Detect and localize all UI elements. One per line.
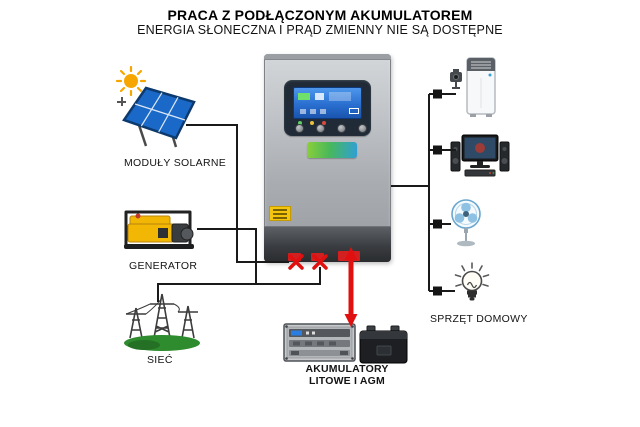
inverter-button-4	[358, 124, 367, 133]
diagram-subtitle: ENERGIA SŁONECZNA I PRĄD ZMIENNY NIE SĄ …	[137, 23, 503, 37]
ac-unit-icon	[466, 57, 496, 117]
camera-icon	[450, 69, 462, 89]
rack-battery-icon	[283, 323, 356, 362]
light-bulb-icon	[454, 262, 490, 301]
diagram-title: PRACA Z PODŁĄCZONYM AKUMULATOREM	[167, 7, 473, 23]
appliances-label: SPRZĘT DOMOWY	[430, 313, 528, 325]
solar-panel-icon	[122, 86, 196, 148]
terminal-cover-2	[311, 253, 324, 261]
fan-icon	[451, 199, 481, 247]
batteries-label-line1: AKUMULATORY	[305, 363, 389, 375]
inverter-display-panel	[284, 80, 371, 136]
inverter-button-1	[295, 124, 304, 133]
status-led-green	[298, 121, 302, 125]
inverter-top-edge	[264, 54, 391, 60]
warning-sticker	[269, 206, 291, 221]
inverter-lcd-screen	[293, 87, 362, 119]
generator-label: GENERATOR	[129, 260, 198, 272]
inverter-button-3	[337, 124, 346, 133]
batteries-label: AKUMULATORY LITOWE I AGM	[289, 363, 405, 387]
status-led-yellow	[310, 121, 314, 125]
computer-audio-icon	[450, 134, 510, 177]
sun-icon	[115, 65, 147, 97]
generator-icon	[124, 210, 194, 249]
inverter-button-2	[316, 124, 325, 133]
wire-connector-blocks	[433, 89, 442, 296]
terminal-cover-3	[338, 251, 360, 261]
inverter-unit	[264, 54, 391, 262]
batteries-label-line2: LITOWE I AGM	[309, 374, 385, 387]
terminal-cover-1	[288, 253, 301, 261]
plus-mark	[117, 97, 126, 106]
grid-label: SIEĆ	[147, 354, 173, 366]
inverter-terminal-section	[264, 226, 391, 262]
power-grid-towers-icon	[124, 293, 200, 351]
solar-label: MODUŁY SOLARNE	[124, 157, 227, 169]
brand-logo	[307, 142, 357, 158]
agm-battery-icon	[359, 325, 408, 364]
status-led-red	[322, 121, 326, 125]
